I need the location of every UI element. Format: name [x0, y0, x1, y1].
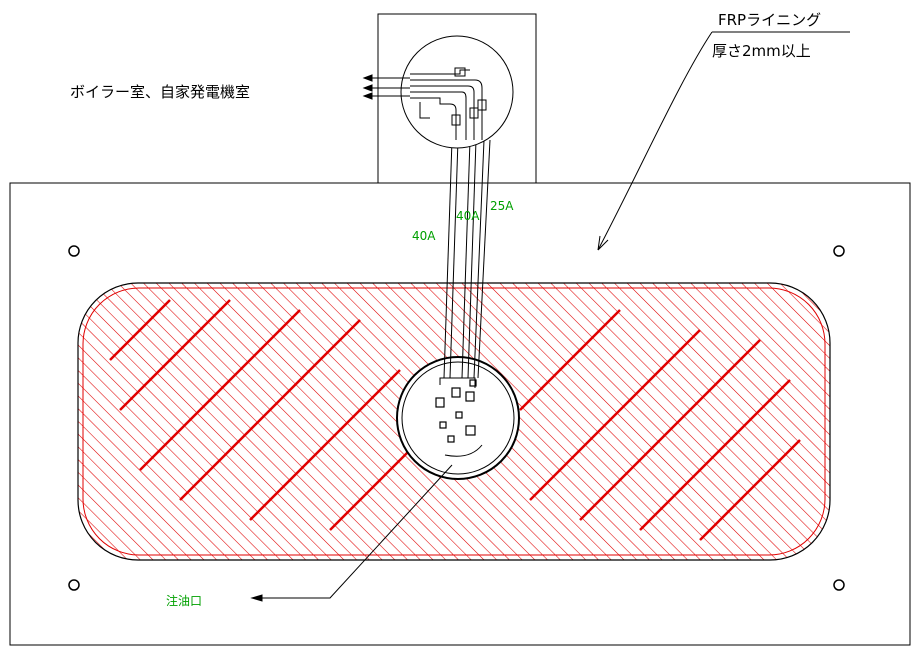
pipe-label-25a: 25A [490, 199, 514, 213]
manhole-arc [444, 444, 483, 457]
valve-piping [410, 67, 487, 140]
lining-accent-strokes [109, 299, 801, 541]
pipe-label-40a-left: 40A [412, 229, 436, 243]
frp-lining-inner-line [82, 287, 826, 556]
lining-leader [597, 31, 850, 251]
anchor-bolts [68, 245, 845, 591]
destination-label: ボイラー室、自家発電機室 [70, 83, 250, 101]
manhole-fittings [435, 379, 477, 443]
manhole-piping [439, 377, 476, 388]
lining-label-line1: FRPライニング [718, 11, 821, 29]
outlet-arrows [362, 74, 410, 100]
pipe-label-40a-right: 40A [456, 209, 480, 223]
fill-port-label: 注油口 [166, 593, 202, 608]
manhole-inner [401, 361, 515, 475]
supply-pipes [443, 139, 491, 379]
fill-port-leader [250, 464, 453, 602]
lining-label-line2: 厚さ2mm以上 [712, 42, 811, 60]
